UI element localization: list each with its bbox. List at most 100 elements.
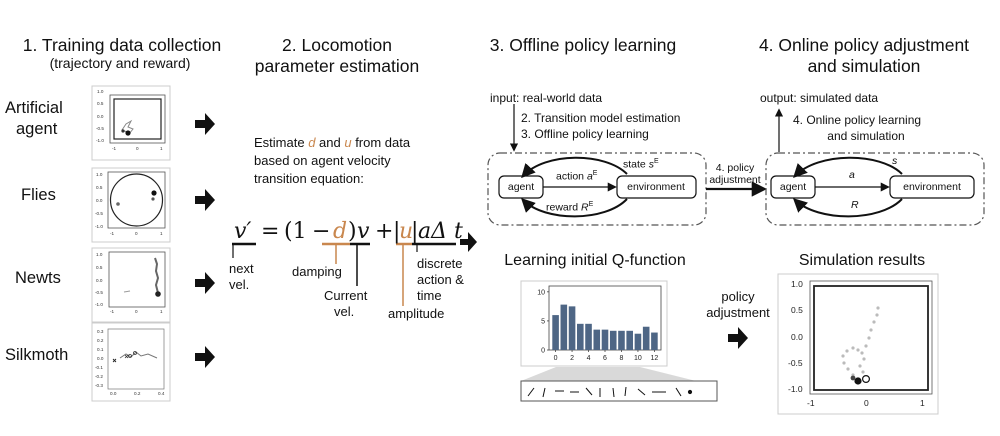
chart-bar [593,329,601,350]
chart-bar [618,330,625,350]
chart-ytick-label: 10 [537,289,545,296]
chart-xtick-label: 12 [651,355,659,362]
estimation-line1: Estimate d and u from data [254,135,411,150]
chart-xtick-label: 8 [620,355,624,362]
eq-rparen: ) [348,219,357,244]
offline-step2: 2. Transition model estimation [521,111,681,125]
eq-a-dt: aΔ t [418,219,463,244]
equation-annotations [232,242,456,306]
label-current: Current [324,288,368,303]
label-current-vel: vel. [334,304,355,319]
offline-reward-label: reward RE [546,201,594,214]
offline-agent-box: agent [507,181,535,193]
block-arrows [195,113,748,368]
label-artificial-line2: agent [16,120,58,138]
label-artificial-line1: Artificial [5,99,63,117]
col3-title: 3. Offline policy learning [489,35,677,55]
eq-abs-left: | [393,219,401,244]
estimation-line2: based on agent velocity [254,153,391,168]
chart-ytick-label: 5 [541,318,545,325]
offline-diagram [487,104,768,226]
thumbnail-flies [91,167,171,243]
silkmoth-start-icon [112,358,117,363]
label-action-and: action & [417,272,464,287]
online-step-line2: and simulation [827,129,905,143]
label-discrete: discrete [417,256,463,271]
offline-input: input: real-world data [490,91,603,105]
eq-abs-right: | [411,219,419,244]
offline-step3: 3. Offline policy learning [521,127,649,141]
agent-dot [854,377,862,385]
chart-bar [626,330,633,350]
chart-bar [560,304,568,350]
label-silkmoth: Silkmoth [5,346,69,364]
newt-dot [155,291,161,297]
policy-adjustment-top-line2: adjustment [709,174,761,186]
eq-u: u [399,219,414,244]
chart-xtick-label: 2 [570,355,574,362]
col4-title-line1: 4. Online policy adjustment [758,35,970,55]
chart-xtick-label: 4 [587,355,591,362]
param-u: u [344,135,352,150]
chart-xtick-label: 10 [634,355,642,362]
eq-v-prime: v′ [234,219,252,244]
col2-title-line1: 2. Locomotion [282,35,392,55]
agent-dot [125,130,131,136]
online-output: output: simulated data [760,91,879,105]
thumbnail-newts [91,247,171,323]
chart-xtick-label: 0 [554,355,558,362]
thumbnail-artificial [91,85,171,161]
policy-adjustment-line1: policy [721,289,755,304]
param-d: d [308,135,316,150]
chart-xtick-label: 6 [603,355,607,362]
eq-equals: = [261,219,280,244]
online-diagram [765,108,985,226]
eq-plus: + [375,219,394,244]
estimation-line3: transition equation: [254,171,364,186]
chart-bar [651,332,658,350]
chart-bar [609,330,617,350]
eq-v: v [357,219,370,244]
fly-dot [151,190,157,196]
label-damping: damping [292,264,342,279]
eq-lparen: (1 [284,219,307,244]
policy-adjustment-top-line1: 4. policy [715,162,755,174]
chart-ytick-label: 0 [541,348,545,355]
online-state-label: s [892,155,898,167]
policy-adjustment-line2: adjustment [706,305,770,320]
online-reward-label: R [851,199,859,211]
col1-title: 1. Training data collection [22,35,222,55]
qfunc-frame [520,280,718,402]
offline-environment-box: environment [627,181,685,193]
chart-bar [601,329,609,350]
simulation-plot [777,273,939,415]
chart-bar [577,323,584,350]
label-next-vel: vel. [229,277,250,292]
thumbnail-silkmoth [91,322,171,402]
online-environment-box: environment [903,181,961,193]
label-amplitude: amplitude [388,306,445,321]
label-flies: Flies [21,186,56,204]
qfunc-chart: 10 5 0 0 2 4 6 8 10 12 [537,285,662,362]
col2-title-line2: parameter estimation [254,56,420,76]
online-step-line1: 4. Online policy learning [793,113,922,127]
label-newts: Newts [15,269,61,287]
online-action-label: a [849,169,855,181]
simulation-title: Simulation results [798,252,926,269]
chart-bar [568,306,576,350]
col1-subtitle: (trajectory and reward) [49,55,191,71]
offline-action-label: action aE [556,170,598,183]
offline-state-label: state sE [623,158,659,171]
col4-title-line2: and simulation [807,56,921,76]
action-arrow-icons [527,386,693,398]
eq-minus: − [312,219,331,244]
online-agent-box: agent [779,181,807,193]
label-next: next [229,261,254,276]
chart-bar [585,323,592,350]
label-time: time [417,288,442,303]
chart-bar [634,333,642,350]
eq-d: d [333,219,348,244]
qfunc-title: Learning initial Q-function [504,252,686,269]
